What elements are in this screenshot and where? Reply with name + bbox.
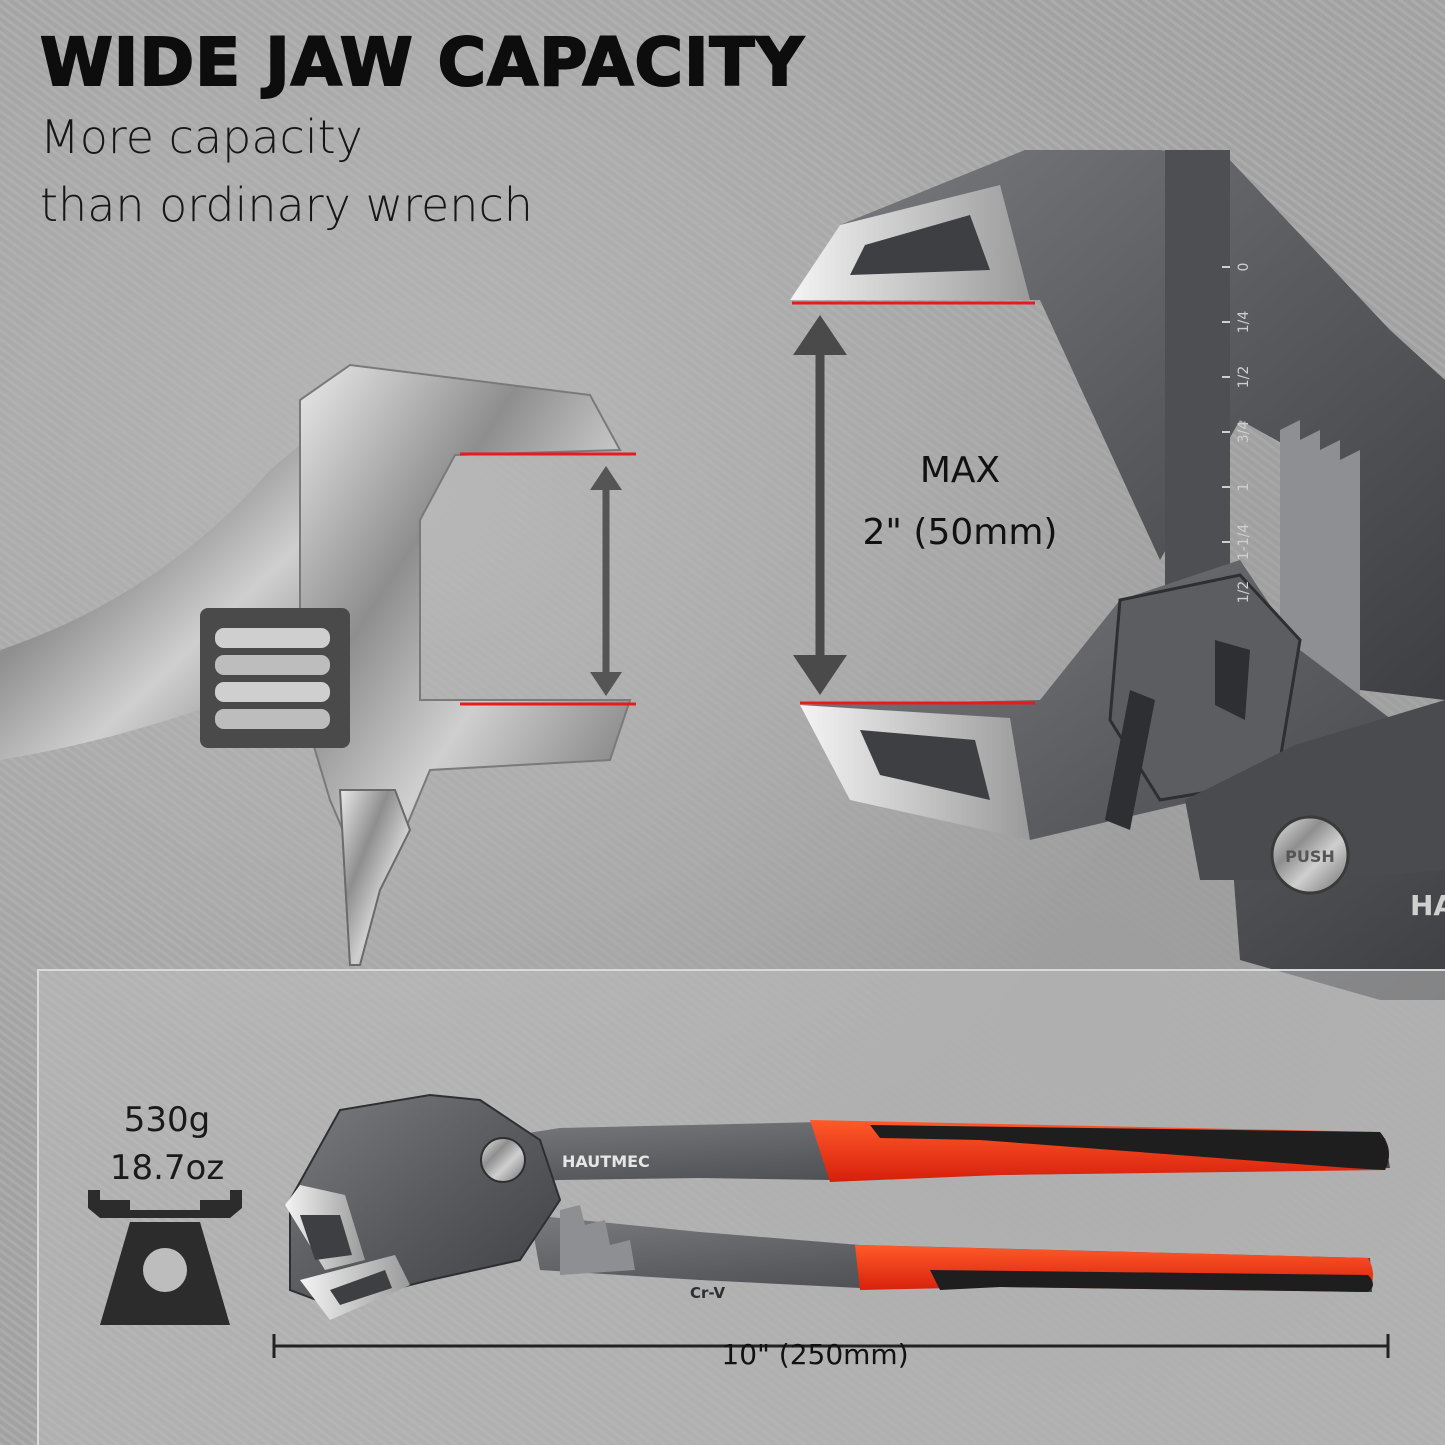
scale-mark-6: 1/2 bbox=[1236, 581, 1252, 604]
wrench-head bbox=[299, 363, 632, 872]
max-capacity-indicator bbox=[792, 301, 1035, 705]
info-panel bbox=[37, 969, 1445, 1445]
length-dimension bbox=[272, 1334, 1390, 1358]
rack-channel bbox=[1165, 150, 1230, 600]
small-capacity-indicator bbox=[460, 452, 636, 706]
pliers-wrench-product: HAUTMEC Cr-V bbox=[285, 1093, 1390, 1320]
weight-grams: 530g bbox=[123, 1100, 211, 1140]
product-length: 10" (250mm) bbox=[721, 1338, 909, 1371]
wrench-lower-jaw bbox=[338, 789, 412, 966]
scale-mark-2: 1/2 bbox=[1236, 366, 1252, 389]
scale-mark-5: 1-1/4 bbox=[1236, 524, 1252, 561]
jaw-scale: 0 1/4 1/2 3/4 1 1-1/4 1/2 bbox=[1222, 263, 1252, 604]
scale-weight-icon bbox=[88, 1190, 242, 1325]
brand-partial-label: HA bbox=[1410, 889, 1445, 922]
scale-mark-0: 0 bbox=[1236, 263, 1252, 272]
product-rack-teeth bbox=[560, 1205, 635, 1275]
push-button-label: PUSH bbox=[1285, 847, 1335, 866]
subtitle-line-2: than ordinary wrench bbox=[40, 178, 533, 232]
weight-ounces: 18.7oz bbox=[109, 1148, 225, 1188]
push-button bbox=[1270, 815, 1350, 895]
ordinary-wrench bbox=[0, 363, 632, 966]
scale-mark-3: 3/4 bbox=[1236, 421, 1252, 444]
worm-gear bbox=[215, 628, 330, 729]
page-title: WIDE JAW CAPACITY bbox=[39, 23, 805, 102]
max-capacity-label: MAX bbox=[919, 450, 1001, 491]
brand-label: HAUTMEC bbox=[562, 1152, 650, 1171]
max-capacity-value: 2" (50mm) bbox=[862, 512, 1058, 553]
product-push-button bbox=[480, 1137, 526, 1183]
scale-mark-1: 1/4 bbox=[1236, 311, 1252, 334]
material-label: Cr-V bbox=[690, 1284, 726, 1302]
pliers-wrench-closeup: PUSH HA bbox=[790, 150, 1445, 1000]
subtitle-line-1: More capacity bbox=[40, 110, 363, 164]
scale-mark-4: 1 bbox=[1236, 483, 1252, 492]
